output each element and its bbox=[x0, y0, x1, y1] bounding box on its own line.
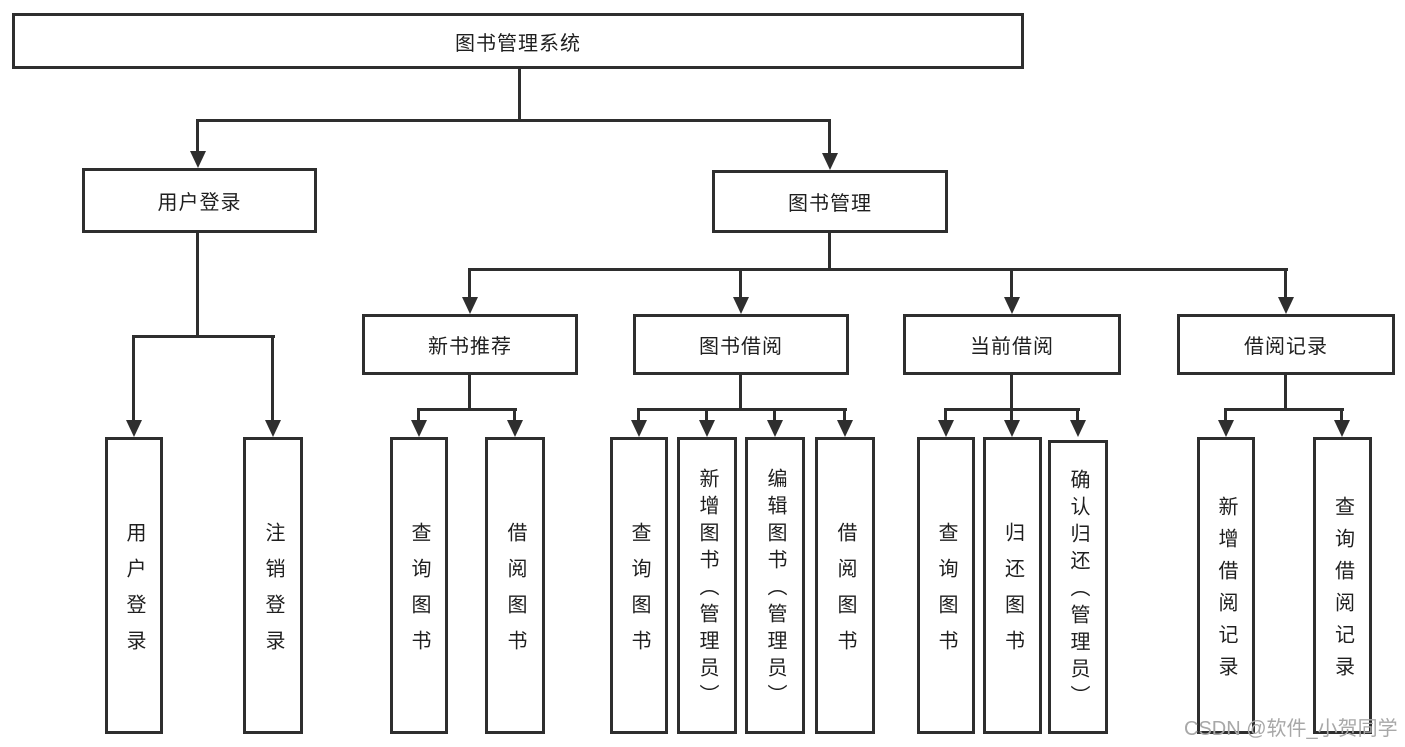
connector-to-current-borrow bbox=[1010, 268, 1013, 299]
leaf-cb-confirm-return-admin-label: 确认归还（管理员） bbox=[1067, 469, 1089, 712]
leaf-user-login: 用户登录 bbox=[105, 437, 163, 734]
connector-stub bbox=[1010, 408, 1013, 422]
connector-stub bbox=[1340, 408, 1343, 422]
connector-to-leaf-logout bbox=[271, 335, 274, 422]
leaf-cb-query-books-label: 查询图书 bbox=[935, 521, 957, 666]
arrow-down-icon bbox=[631, 420, 647, 437]
arrow-down-icon bbox=[767, 420, 783, 437]
leaf-cb-return-books-label: 归还图书 bbox=[1001, 521, 1024, 666]
connector-root-drop bbox=[518, 69, 521, 121]
node-current-borrowing-label: 当前借阅 bbox=[970, 336, 1054, 358]
connector-to-book-borrow bbox=[739, 268, 742, 299]
connector-book-borrow-split bbox=[637, 408, 847, 411]
arrow-down-icon bbox=[1070, 420, 1086, 437]
connector-to-new-book-rec bbox=[468, 268, 471, 299]
arrow-down-icon bbox=[822, 153, 838, 170]
arrow-down-icon bbox=[507, 420, 523, 437]
connector-stub bbox=[637, 408, 640, 422]
leaf-bb-edit-books-admin-label: 编辑图书（管理员） bbox=[764, 467, 786, 711]
connector-new-book-rec-split bbox=[417, 408, 517, 411]
leaf-br-add-record-label: 新增借阅记录 bbox=[1215, 495, 1237, 688]
arrow-down-icon bbox=[190, 151, 206, 168]
connector-current-borrow-drop bbox=[1010, 375, 1013, 410]
leaf-br-add-record: 新增借阅记录 bbox=[1197, 437, 1255, 734]
leaf-cb-return-books: 归还图书 bbox=[983, 437, 1042, 734]
connector-stub bbox=[1224, 408, 1227, 422]
node-library-management-system-label: 图书管理系统 bbox=[455, 32, 581, 55]
arrow-down-icon bbox=[837, 420, 853, 437]
node-book-management-label: 图书管理 bbox=[788, 193, 872, 215]
connector-stub bbox=[417, 408, 420, 422]
node-user-login-group: 用户登录 bbox=[82, 168, 317, 233]
connector-to-user-login bbox=[196, 119, 199, 153]
connector-to-borrow-records bbox=[1284, 268, 1287, 299]
leaf-br-query-record: 查询借阅记录 bbox=[1313, 437, 1372, 734]
leaf-bb-add-books-admin-label: 新增图书（管理员） bbox=[696, 467, 718, 711]
arrow-down-icon bbox=[1218, 420, 1234, 437]
node-borrowing-records: 借阅记录 bbox=[1177, 314, 1395, 375]
leaf-cb-query-books: 查询图书 bbox=[917, 437, 975, 734]
leaf-nbr-query-books-label: 查询图书 bbox=[408, 521, 430, 666]
connector-stub bbox=[1076, 408, 1079, 422]
leaf-bb-add-books-admin: 新增图书（管理员） bbox=[677, 437, 737, 734]
arrow-down-icon bbox=[411, 420, 427, 437]
node-new-book-recommendation-label: 新书推荐 bbox=[428, 336, 512, 358]
connector-to-leaf-user-login bbox=[132, 335, 135, 422]
connector-stub bbox=[773, 408, 776, 422]
connector-stub bbox=[513, 408, 516, 422]
leaf-bb-query-books: 查询图书 bbox=[610, 437, 668, 734]
node-user-login-group-label: 用户登录 bbox=[157, 192, 242, 214]
connector-to-book-management bbox=[828, 119, 831, 155]
arrow-down-icon bbox=[1334, 420, 1350, 437]
connector-book-management-drop bbox=[828, 233, 831, 271]
csdn-watermark: CSDN @软件_小贺同学 bbox=[1184, 718, 1398, 740]
arrow-down-icon bbox=[1004, 297, 1020, 314]
connector-stub bbox=[843, 408, 846, 422]
node-library-management-system: 图书管理系统 bbox=[12, 13, 1024, 69]
arrow-down-icon bbox=[462, 297, 478, 314]
arrow-down-icon bbox=[733, 297, 749, 314]
leaf-bb-borrow-books-label: 借阅图书 bbox=[834, 521, 856, 666]
leaf-br-query-record-label: 查询借阅记录 bbox=[1331, 495, 1354, 688]
arrow-down-icon bbox=[699, 420, 715, 437]
connector-book-borrow-drop bbox=[739, 375, 742, 410]
connector-level3-split bbox=[468, 268, 1288, 271]
leaf-bb-borrow-books: 借阅图书 bbox=[815, 437, 875, 734]
leaf-logout: 注销登录 bbox=[243, 437, 303, 734]
connector-stub bbox=[944, 408, 947, 422]
connector-user-login-drop bbox=[196, 233, 199, 337]
connector-new-book-rec-drop bbox=[468, 375, 471, 410]
node-current-borrowing: 当前借阅 bbox=[903, 314, 1121, 375]
arrow-down-icon bbox=[126, 420, 142, 437]
connector-stub bbox=[705, 408, 708, 422]
arrow-down-icon bbox=[265, 420, 281, 437]
connector-borrow-records-drop bbox=[1284, 375, 1287, 410]
connector-user-login-split bbox=[132, 335, 275, 338]
arrow-down-icon bbox=[1278, 297, 1294, 314]
leaf-nbr-query-books: 查询图书 bbox=[390, 437, 448, 734]
leaf-cb-confirm-return-admin: 确认归还（管理员） bbox=[1048, 440, 1108, 734]
connector-level2-split bbox=[196, 119, 831, 122]
node-book-management: 图书管理 bbox=[712, 170, 948, 233]
node-book-borrowing-label: 图书借阅 bbox=[699, 336, 783, 358]
connector-borrow-records-split bbox=[1224, 408, 1344, 411]
arrow-down-icon bbox=[938, 420, 954, 437]
leaf-nbr-borrow-books-label: 借阅图书 bbox=[504, 521, 526, 666]
leaf-nbr-borrow-books: 借阅图书 bbox=[485, 437, 545, 734]
leaf-bb-query-books-label: 查询图书 bbox=[628, 521, 650, 666]
leaf-logout-label: 注销登录 bbox=[262, 521, 284, 666]
leaf-user-login-label: 用户登录 bbox=[123, 521, 145, 666]
node-book-borrowing: 图书借阅 bbox=[633, 314, 849, 375]
node-borrowing-records-label: 借阅记录 bbox=[1244, 336, 1328, 358]
arrow-down-icon bbox=[1004, 420, 1020, 437]
leaf-bb-edit-books-admin: 编辑图书（管理员） bbox=[745, 437, 805, 734]
node-new-book-recommendation: 新书推荐 bbox=[362, 314, 578, 375]
